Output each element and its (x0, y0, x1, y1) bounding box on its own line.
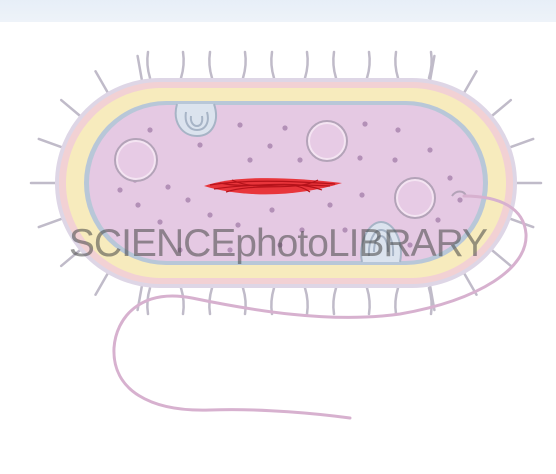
ribosome-dot (357, 155, 362, 160)
ribosome-dot (427, 147, 432, 152)
ribosome-dot (457, 197, 462, 202)
ribosome-dot (267, 143, 272, 148)
pilus (39, 139, 62, 147)
pilus (96, 274, 108, 295)
ribosome-dot (247, 157, 252, 162)
pilus (96, 71, 108, 92)
pilus (271, 52, 274, 78)
ribosome-dot (135, 202, 140, 207)
ribosome-dot (117, 187, 122, 192)
ribosome-dot (165, 184, 170, 189)
pilus (492, 251, 510, 266)
pilus (209, 52, 212, 78)
pilus (333, 288, 336, 314)
ribosome-dot (147, 127, 152, 132)
pilus (243, 52, 246, 78)
pilus (61, 251, 79, 266)
ribosome-dot (282, 125, 287, 130)
ribosome-dot (277, 242, 282, 247)
ribosome-dot (227, 247, 232, 252)
ribosome-dot (359, 192, 364, 197)
pilus (492, 100, 510, 115)
ribosome-dot (342, 227, 347, 232)
ribosome-dot (435, 217, 440, 222)
pilus (305, 52, 308, 78)
pilus (181, 288, 184, 314)
ribosome-dot (299, 227, 304, 232)
pilus (305, 288, 308, 314)
inclusion-right (395, 178, 435, 218)
pilus (61, 100, 79, 115)
ribosome-dot (235, 222, 240, 227)
ribosome-dot (407, 242, 412, 247)
ribosome-dot (177, 247, 182, 252)
pilus (147, 52, 150, 78)
pilus (333, 52, 336, 78)
ribosome-dot (297, 157, 302, 162)
inclusion-top (307, 121, 347, 161)
pilus (138, 56, 142, 80)
ribosome-dot (362, 121, 367, 126)
pilus (511, 139, 534, 147)
ribosome-dot (207, 212, 212, 217)
pilus (465, 71, 477, 92)
pilus (243, 288, 246, 314)
pilus (395, 52, 398, 78)
ribosome-dot (157, 219, 162, 224)
pilus (367, 288, 370, 314)
pilus (395, 288, 398, 314)
ribosome-dot (392, 157, 397, 162)
ribosome-dot (185, 197, 190, 202)
pilus (367, 52, 370, 78)
pilus (181, 52, 184, 78)
ribosome-dot (237, 122, 242, 127)
ribosome-dot (269, 207, 274, 212)
ribosome-dot (395, 127, 400, 132)
ribosome-dot (327, 202, 332, 207)
ribosome-dot (447, 175, 452, 180)
pilus (271, 288, 274, 314)
pilus (39, 219, 62, 227)
inclusion-left (115, 139, 157, 181)
ribosome-dot (197, 142, 202, 147)
